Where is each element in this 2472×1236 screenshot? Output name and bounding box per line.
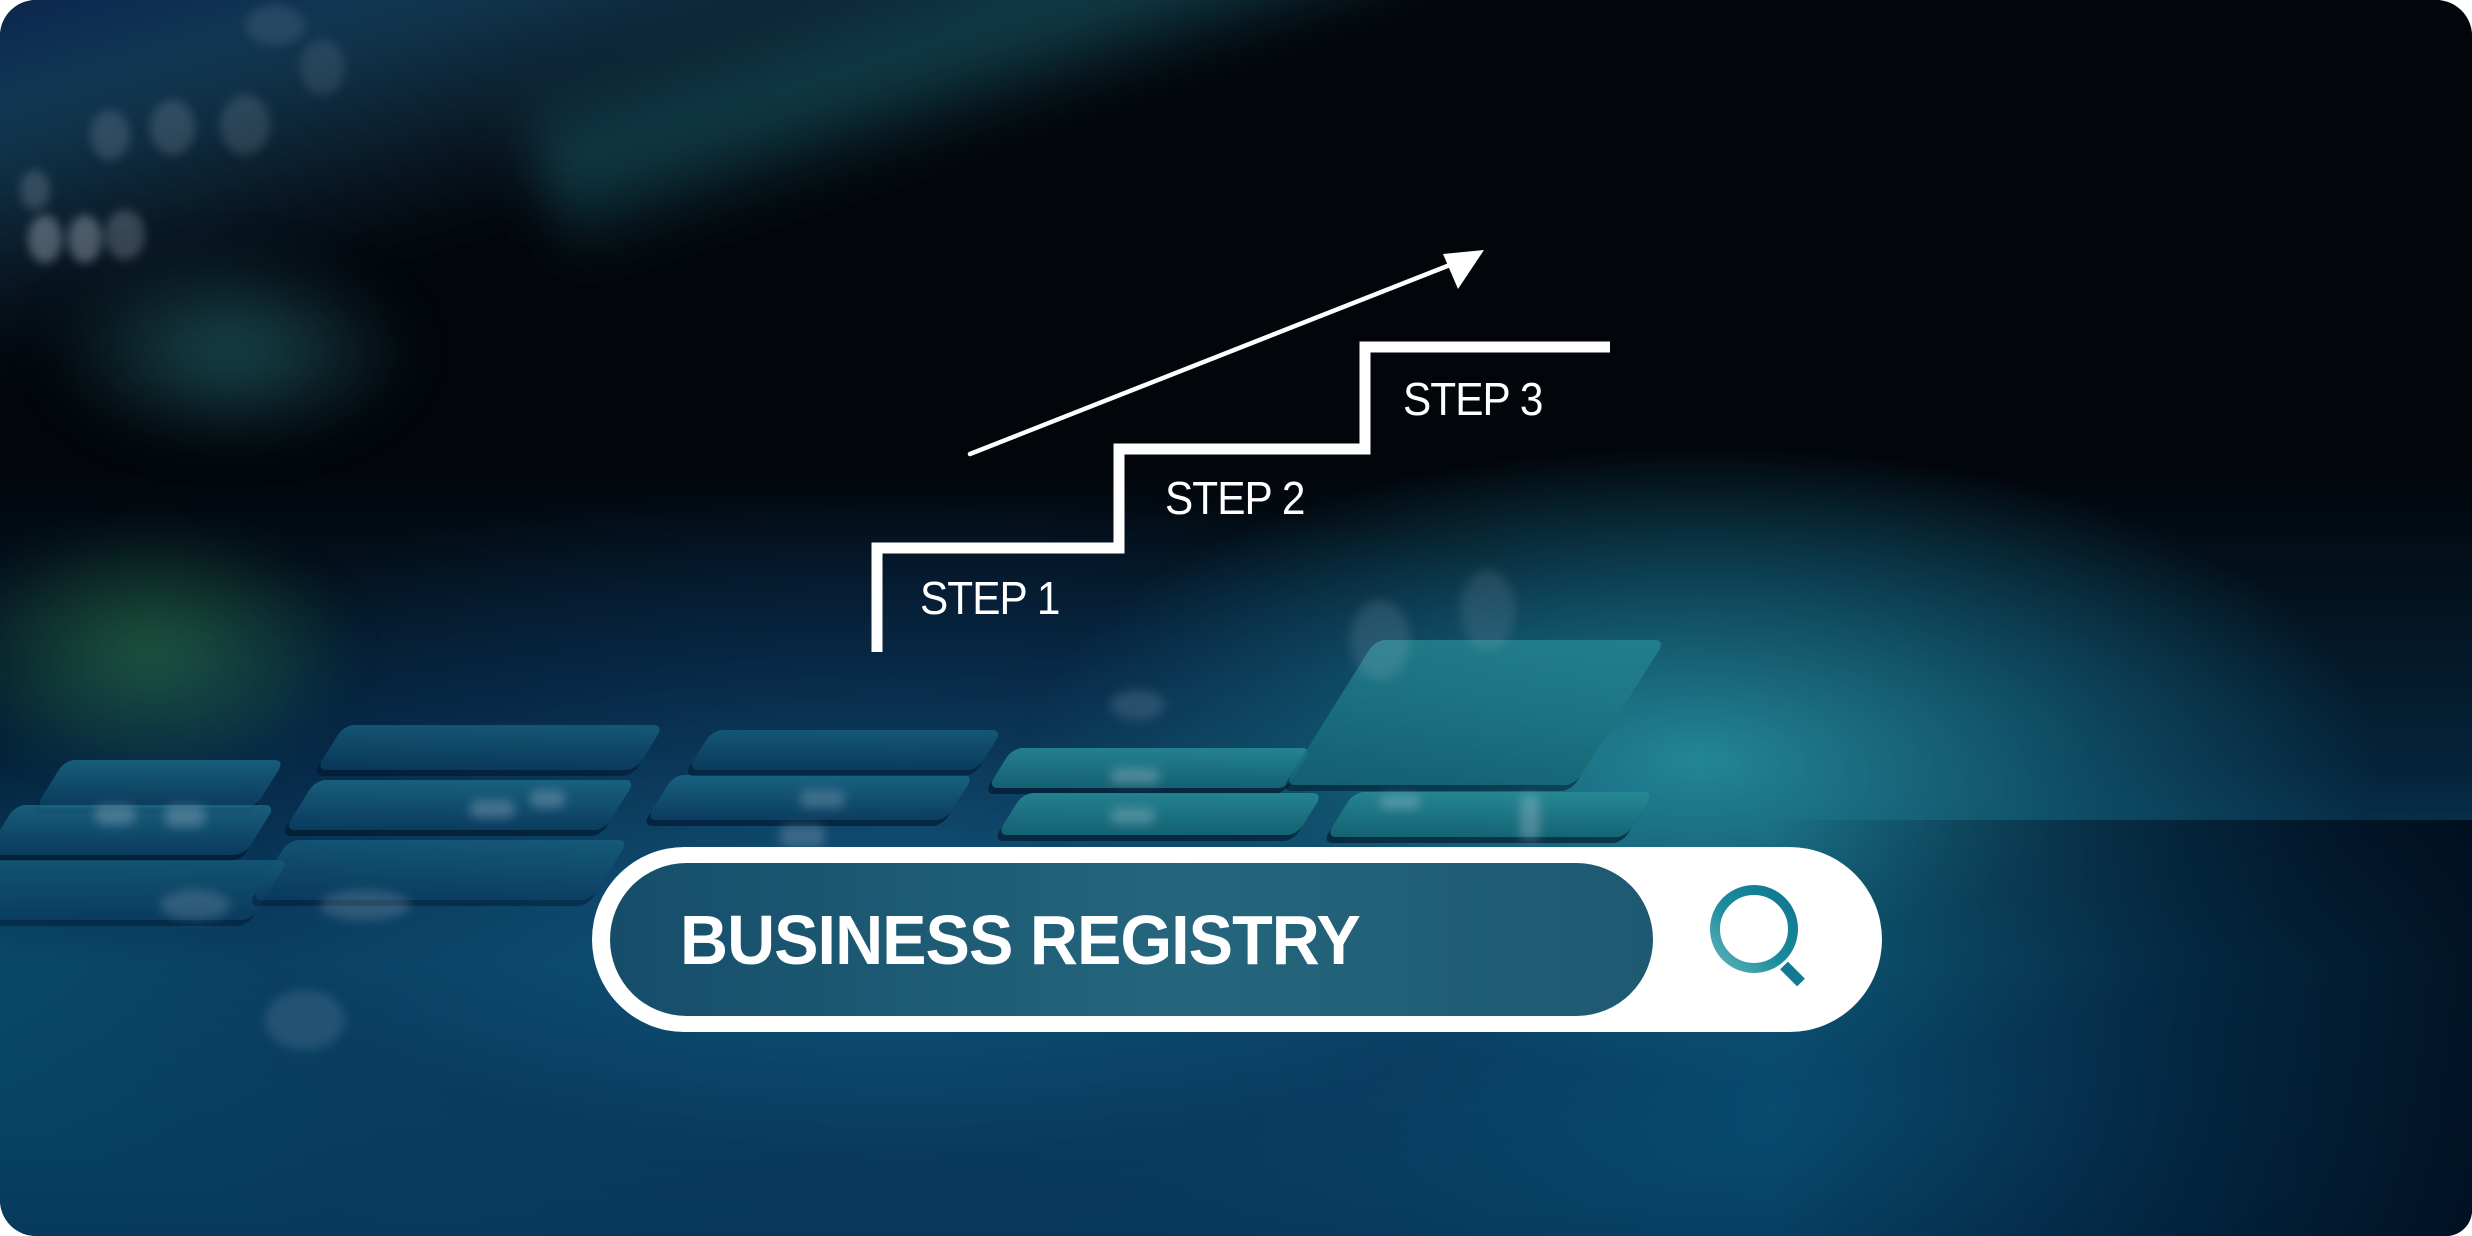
bokeh-light [320, 890, 410, 920]
search-input[interactable]: BUSINESS REGISTRY [610, 863, 1653, 1016]
keyboard-key [1325, 792, 1655, 837]
search-icon [1710, 885, 1805, 987]
bokeh-light [245, 5, 305, 45]
keyboard-key [0, 860, 289, 920]
bokeh-light [68, 215, 102, 263]
bokeh-light [265, 990, 345, 1050]
background-glow [40, 250, 420, 450]
search-input-value: BUSINESS REGISTRY [680, 900, 1361, 979]
key-legend [1110, 768, 1160, 784]
step-3-label: STEP 3 [1403, 373, 1543, 425]
bokeh-light [160, 890, 230, 920]
bokeh-light [1460, 570, 1515, 650]
search-bar: BUSINESS REGISTRY [592, 847, 1882, 1032]
keyboard-key [0, 805, 276, 855]
bokeh-light [220, 95, 270, 155]
bokeh-light [300, 40, 345, 95]
key-legend [800, 790, 845, 808]
key-legend [1520, 795, 1540, 840]
keyboard-key [35, 760, 285, 808]
step-2-label: STEP 2 [1165, 472, 1305, 524]
key-legend [1110, 808, 1155, 824]
keyboard-key [315, 725, 665, 770]
bokeh-light [28, 215, 62, 263]
key-legend [530, 790, 565, 808]
key-legend [95, 805, 135, 825]
step-1-label: STEP 1 [920, 572, 1060, 624]
keyboard-key [284, 780, 636, 830]
keyboard-key [251, 840, 629, 900]
background-vignette [1772, 820, 2472, 1236]
keyboard-key [687, 730, 1003, 770]
background-glow [0, 520, 360, 780]
keyboard-key [996, 793, 1324, 835]
bokeh-light [150, 100, 195, 155]
search-button[interactable] [1677, 869, 1847, 1009]
bokeh-light [1110, 690, 1165, 720]
bokeh-light [20, 170, 50, 210]
bokeh-light [105, 210, 145, 260]
key-legend [165, 805, 205, 827]
key-legend [470, 800, 515, 818]
key-legend [780, 825, 825, 847]
bokeh-light [1350, 600, 1410, 680]
bokeh-light [90, 110, 130, 160]
key-legend [1380, 795, 1420, 809]
